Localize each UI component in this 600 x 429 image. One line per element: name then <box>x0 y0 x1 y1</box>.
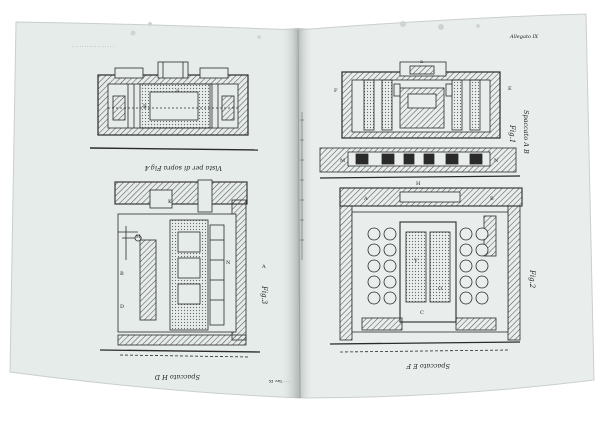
fig2-letter-b: B <box>490 196 494 202</box>
fig3-label: Fig.3 <box>260 285 268 305</box>
fig1-letter-a: a <box>420 59 423 65</box>
fig2-letter-o: O <box>438 286 442 292</box>
fig2-letter-a: A <box>363 196 368 202</box>
fig2-letter-v: V <box>413 258 418 264</box>
gutter-line <box>297 29 301 399</box>
fig1-letter-h: H <box>416 181 421 187</box>
fig1-caption: Spaccato A B <box>522 110 530 154</box>
fig2-letter-c: C <box>420 310 424 316</box>
paper-stain <box>400 21 406 27</box>
fig3-letter-h: H <box>136 234 141 240</box>
fig4-drawing <box>89 61 259 151</box>
fig3-letter-b: B <box>120 271 124 277</box>
fig4-letter-b: B <box>143 104 147 110</box>
fig1-letter-m: M <box>340 158 345 164</box>
fig3-caption: Spaccato H D <box>154 373 200 381</box>
fig1-label: Fig.1 <box>508 124 516 143</box>
gutter-shadow-right <box>298 28 314 398</box>
gutter-ruler <box>300 112 304 260</box>
paper-stain <box>148 22 152 26</box>
fig3-letter-n: N <box>226 260 231 266</box>
fig2-label: Fig.2 <box>528 269 536 289</box>
fig4-caption: Vista per di sopra Fig.4 <box>145 164 222 172</box>
fig4-letter-a: a <box>176 88 179 94</box>
fig2-boiler-tubes-right <box>459 227 489 305</box>
paper-stain <box>257 35 261 39</box>
fig2-boiler-tubes-left <box>367 227 397 305</box>
fig2-drawing <box>329 187 523 353</box>
paper-stain <box>438 24 444 30</box>
fig1-drawing <box>319 61 521 179</box>
paper-stain <box>130 30 136 36</box>
fig3-letter-k: K <box>168 199 172 205</box>
fig1-letter-e: E <box>508 86 512 92</box>
left-page-header: · · · · · · · · · · · · · · · · · <box>72 44 114 49</box>
fig3-drawing <box>99 179 261 358</box>
fig2-caption: Spaccato E F <box>406 362 450 370</box>
left-page-footer: · · · Tav. IX <box>269 379 290 384</box>
right-page-header: Allegato IX <box>509 34 539 40</box>
fig1-letter-f: F <box>334 88 338 94</box>
fig3-letter-d: D <box>120 304 124 310</box>
fig3-letter-a: A <box>261 264 266 270</box>
gutter-shadow-left <box>280 28 298 398</box>
paper-stain <box>476 24 480 28</box>
fig1-letter-n: N <box>494 158 499 164</box>
